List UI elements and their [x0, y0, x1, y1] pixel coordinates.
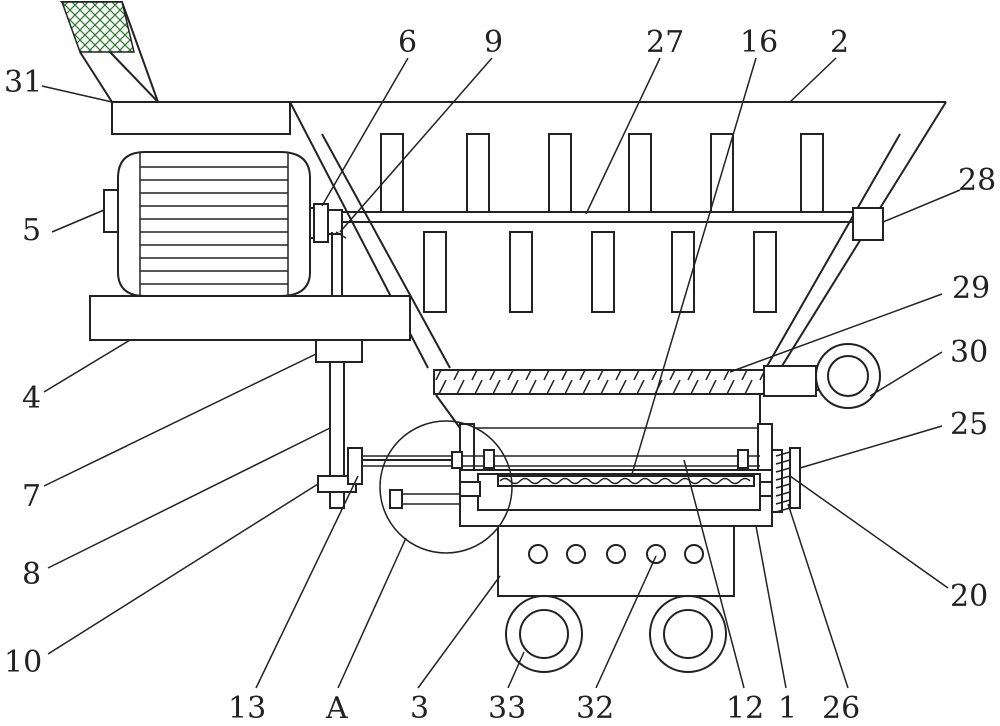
callout-28: 28 [958, 163, 996, 198]
detail-circle-a [379, 420, 513, 554]
callout-9: 9 [484, 25, 503, 60]
callout-1: 1 [778, 691, 797, 726]
callout-A: A [325, 691, 348, 726]
callout-5: 5 [22, 213, 41, 248]
screen-band [433, 343, 881, 409]
callout-32: 32 [576, 691, 614, 726]
callout-27: 27 [646, 25, 684, 60]
base-box [497, 525, 735, 597]
callout-10: 10 [4, 645, 42, 680]
callout-6: 6 [398, 25, 417, 60]
callout-20: 20 [950, 579, 988, 614]
callout-12: 12 [726, 691, 764, 726]
callout-labels: 31 6 9 27 16 2 28 5 29 4 30 25 7 8 20 10… [4, 25, 996, 726]
callout-26: 26 [822, 691, 860, 726]
feed-chute [59, 1, 291, 135]
callout-2: 2 [830, 25, 849, 60]
callout-3: 3 [410, 691, 429, 726]
vertical-drive-shaft [315, 339, 458, 509]
callout-16: 16 [740, 25, 778, 60]
leader-lines [41, 57, 961, 689]
callout-31: 31 [4, 65, 42, 100]
motor [103, 151, 347, 297]
support-plate [89, 232, 411, 341]
callout-33: 33 [488, 691, 526, 726]
screen-mechanism [362, 423, 801, 527]
callout-13: 13 [228, 691, 266, 726]
callout-7: 7 [22, 479, 41, 514]
callout-25: 25 [950, 407, 988, 442]
callout-30: 30 [950, 335, 988, 370]
callout-29: 29 [952, 271, 990, 306]
callout-4: 4 [22, 381, 41, 416]
callout-8: 8 [22, 557, 41, 592]
wheels [505, 595, 727, 673]
